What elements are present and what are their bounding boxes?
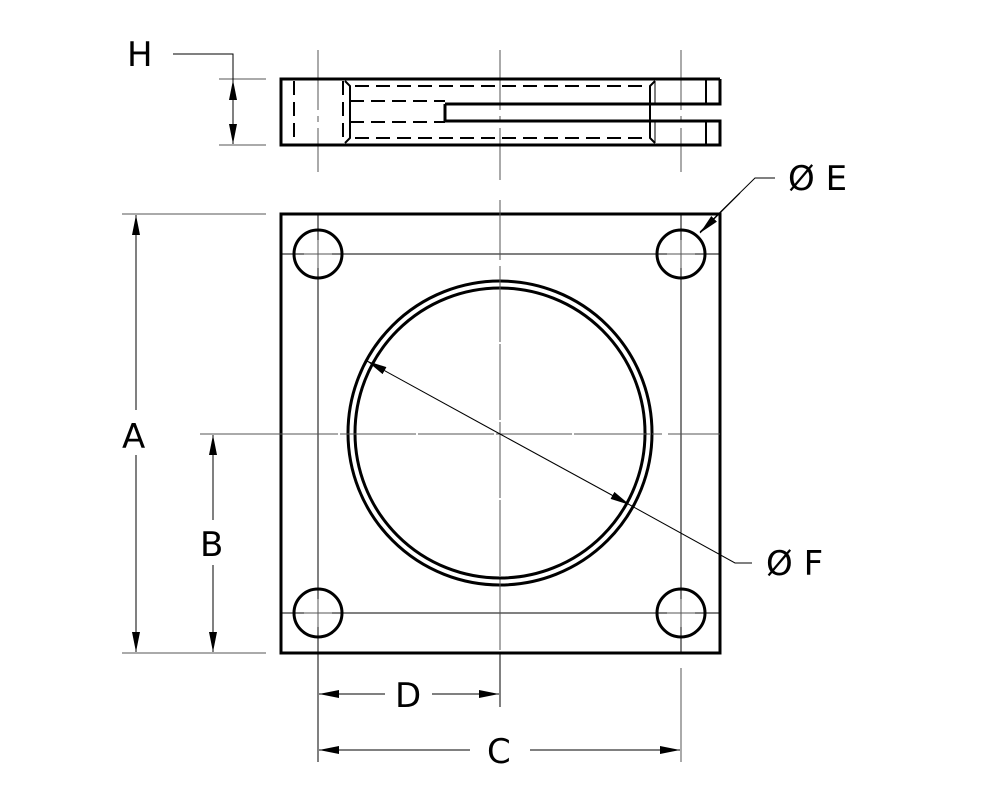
e-arrow — [699, 192, 741, 234]
bolt-hole-circle — [655, 228, 707, 280]
dim-label-f: Ø F — [766, 544, 823, 584]
f-arrow-upper — [366, 360, 501, 435]
bolt-hole-bottom-right — [655, 587, 707, 639]
dim-label-h: H — [127, 35, 153, 75]
f-leader — [629, 504, 752, 564]
bolt-hole-circle — [292, 587, 344, 639]
e-leader — [699, 177, 775, 233]
bolt-hole-circle — [292, 228, 344, 280]
dim-label-c: C — [487, 732, 511, 772]
dim-label-b: B — [200, 525, 223, 565]
bolt-hole-circle — [655, 587, 707, 639]
f-arrow-lower — [499, 433, 631, 506]
h-leader — [173, 53, 234, 80]
side-outline — [279, 77, 722, 147]
front-view: Ø F Ø E A B D C — [122, 159, 847, 772]
dim-label-a: A — [122, 417, 145, 457]
bolt-hole-bottom-left — [292, 587, 344, 639]
side-view: H — [127, 35, 722, 180]
dim-label-d: D — [395, 676, 421, 716]
dim-label-e: Ø E — [788, 159, 847, 199]
right-chamfer — [649, 80, 656, 144]
bolt-hole-top-right — [655, 228, 707, 280]
bolt-hole-top-left — [292, 228, 344, 280]
